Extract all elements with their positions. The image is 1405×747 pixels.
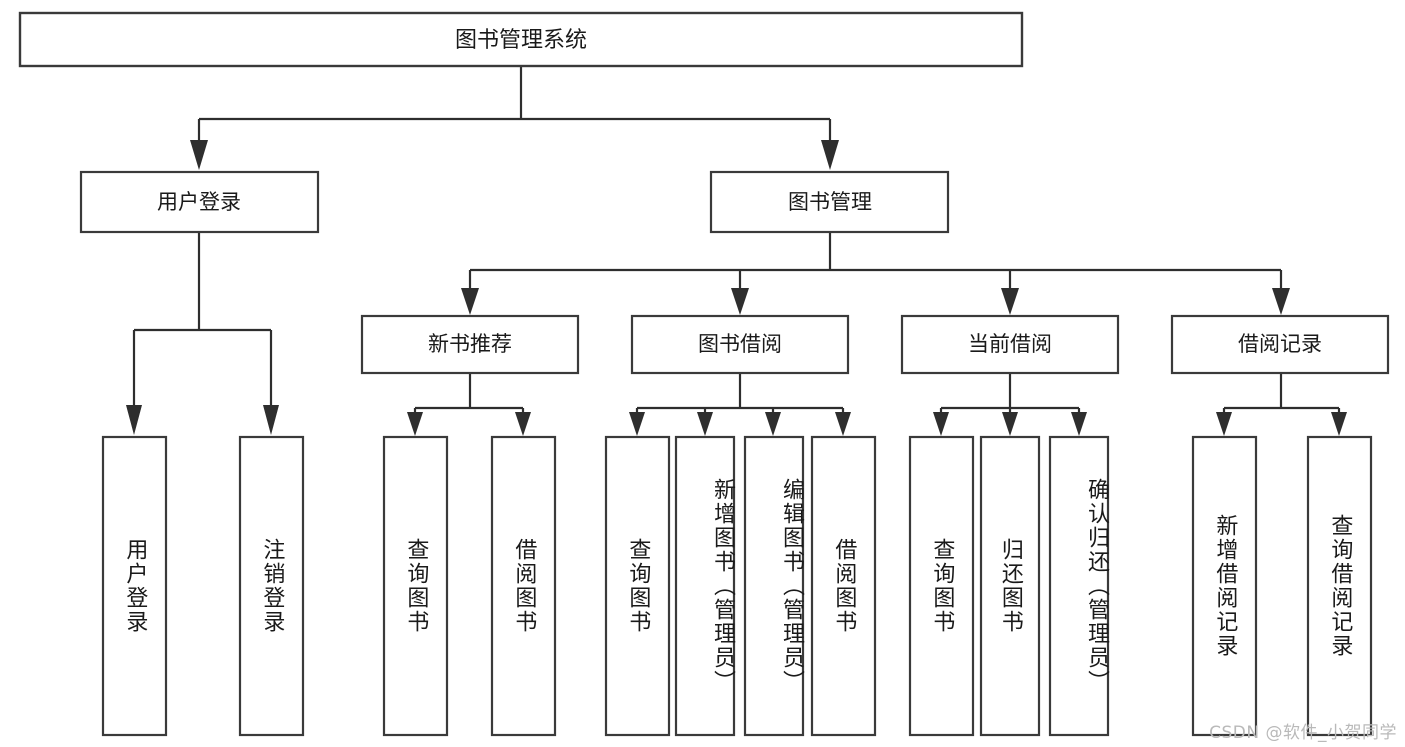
arrow-head-leaf-confirm-return <box>1071 412 1087 436</box>
node-box-leaf-confirm-return[interactable] <box>1048 435 1110 737</box>
arrow-head-leaf-query-book-3 <box>933 412 949 436</box>
node-box-book-borrow[interactable] <box>630 314 850 375</box>
node-label-book-borrow: 图书借阅 <box>698 332 782 356</box>
arrow-head-current-borrow <box>1001 288 1019 315</box>
node-box-leaf-query-book-3[interactable] <box>908 435 975 737</box>
arrow-head-leaf-edit-book <box>765 412 781 436</box>
node-box-current-borrow[interactable] <box>900 314 1120 375</box>
arrow-head-leaf-borrow-book-1 <box>515 412 531 436</box>
connector-group-book-borrow <box>629 373 851 436</box>
node-box-root[interactable] <box>18 11 1024 68</box>
arrow-head-leaf-query-record <box>1331 412 1347 436</box>
node-box-leaf-query-record[interactable] <box>1306 435 1373 737</box>
arrow-head-book-manage <box>821 140 839 170</box>
node-box-leaf-add-book[interactable] <box>674 435 736 737</box>
node-label-user-login: 用户登录 <box>157 190 241 214</box>
node-box-book-manage[interactable] <box>709 170 950 234</box>
node-box-user-login[interactable] <box>79 170 320 234</box>
node-box-leaf-borrow-book-1[interactable] <box>490 435 557 737</box>
arrow-head-new-book-recommend <box>461 288 479 315</box>
arrow-head-leaf-return-book <box>1002 412 1018 436</box>
node-box-leaf-user-login[interactable] <box>101 435 168 737</box>
connector-group-root <box>190 66 839 170</box>
node-box-leaf-query-book-1[interactable] <box>382 435 449 737</box>
arrow-head-leaf-add-book <box>697 412 713 436</box>
arrow-head-leaf-user-login <box>126 405 142 435</box>
connector-group-user-login <box>126 232 279 435</box>
arrow-head-leaf-borrow-book-2 <box>835 412 851 436</box>
node-box-leaf-return-book[interactable] <box>979 435 1041 737</box>
node-box-leaf-query-book-2[interactable] <box>604 435 671 737</box>
connector-group-book-manage <box>461 232 1290 315</box>
arrow-head-book-borrow <box>731 288 749 315</box>
arrow-head-leaf-add-record <box>1216 412 1232 436</box>
csdn-watermark: CSDN @软件_小贺同学 <box>1209 723 1397 743</box>
arrow-head-leaf-query-book-1 <box>407 412 423 436</box>
arrow-head-user-login <box>190 140 208 170</box>
node-box-leaf-user-logout[interactable] <box>238 435 305 737</box>
node-label-new-book-recommend: 新书推荐 <box>428 332 512 356</box>
arrow-head-leaf-query-book-2 <box>629 412 645 436</box>
node-box-leaf-add-record[interactable] <box>1191 435 1258 737</box>
node-label-root: 图书管理系统 <box>455 28 587 53</box>
node-label-book-manage: 图书管理 <box>788 190 872 214</box>
connector-group-borrow-record <box>1216 373 1347 436</box>
node-box-leaf-borrow-book-2[interactable] <box>810 435 877 737</box>
connector-group-new-book-recommend <box>407 373 531 436</box>
node-box-leaf-edit-book[interactable] <box>743 435 805 737</box>
arrow-head-borrow-record <box>1272 288 1290 315</box>
node-box-borrow-record[interactable] <box>1170 314 1390 375</box>
node-box-new-book-recommend[interactable] <box>360 314 580 375</box>
node-label-current-borrow: 当前借阅 <box>968 332 1052 356</box>
arrow-head-leaf-user-logout <box>263 405 279 435</box>
node-label-borrow-record: 借阅记录 <box>1238 332 1322 356</box>
connector-group-current-borrow <box>933 373 1087 436</box>
